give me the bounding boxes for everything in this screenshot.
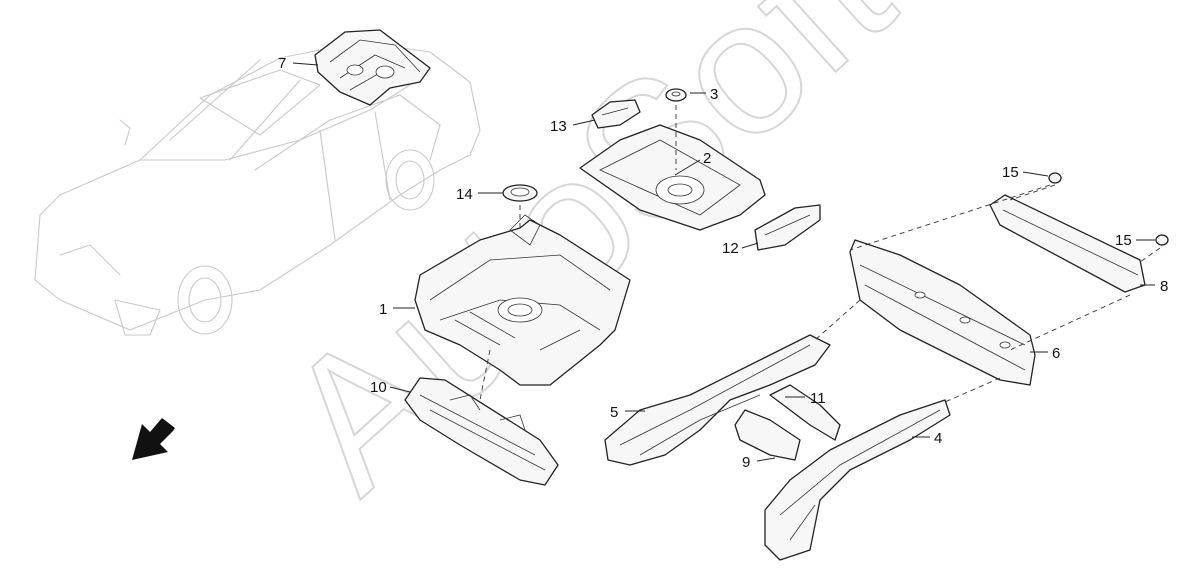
part-2-spare-tire-pan[interactable] — [579, 124, 766, 231]
callout-labels: 1 2 3 4 5 6 7 8 9 10 11 12 13 14 15 15 — [278, 55, 1168, 471]
callout-2: 2 — [703, 150, 711, 167]
callout-13: 13 — [550, 118, 567, 135]
part-5-side-member[interactable] — [604, 334, 831, 466]
part-4-side-member[interactable] — [764, 399, 951, 561]
part-1-rear-floor[interactable] — [414, 214, 631, 386]
callout-5: 5 — [610, 404, 618, 421]
callout-15-lower: 15 — [1115, 232, 1132, 249]
part-3-cap[interactable] — [665, 88, 687, 102]
reference-car-outline — [34, 41, 481, 336]
callout-4: 4 — [934, 430, 942, 447]
leader-lines — [292, 62, 1155, 462]
front-direction-arrow-icon — [132, 418, 175, 460]
callout-8: 8 — [1160, 278, 1168, 295]
callout-12: 12 — [722, 240, 739, 257]
callout-9: 9 — [742, 454, 750, 471]
callout-14: 14 — [456, 186, 473, 203]
callout-3: 3 — [710, 86, 718, 103]
part-12-bracket[interactable] — [754, 204, 821, 251]
part-15-bolt-upper[interactable] — [1048, 172, 1062, 184]
callout-10: 10 — [370, 379, 387, 396]
callout-6: 6 — [1052, 345, 1060, 362]
callout-1: 1 — [379, 301, 387, 318]
callout-11: 11 — [810, 390, 826, 407]
part-9-bracket[interactable] — [734, 409, 801, 461]
part-10-crossmember[interactable] — [404, 377, 559, 486]
assembly-dashed-lines — [479, 105, 1161, 403]
part-15-bolt-lower[interactable] — [1155, 234, 1169, 246]
part-11-bracket[interactable] — [769, 384, 841, 441]
part-7-panel[interactable] — [314, 29, 431, 106]
part-14-cap[interactable] — [502, 184, 538, 202]
callout-15-upper: 15 — [1002, 164, 1019, 181]
callout-7: 7 — [278, 55, 286, 72]
part-13-bracket[interactable] — [591, 99, 641, 129]
part-6-back-panel[interactable] — [849, 239, 1036, 386]
